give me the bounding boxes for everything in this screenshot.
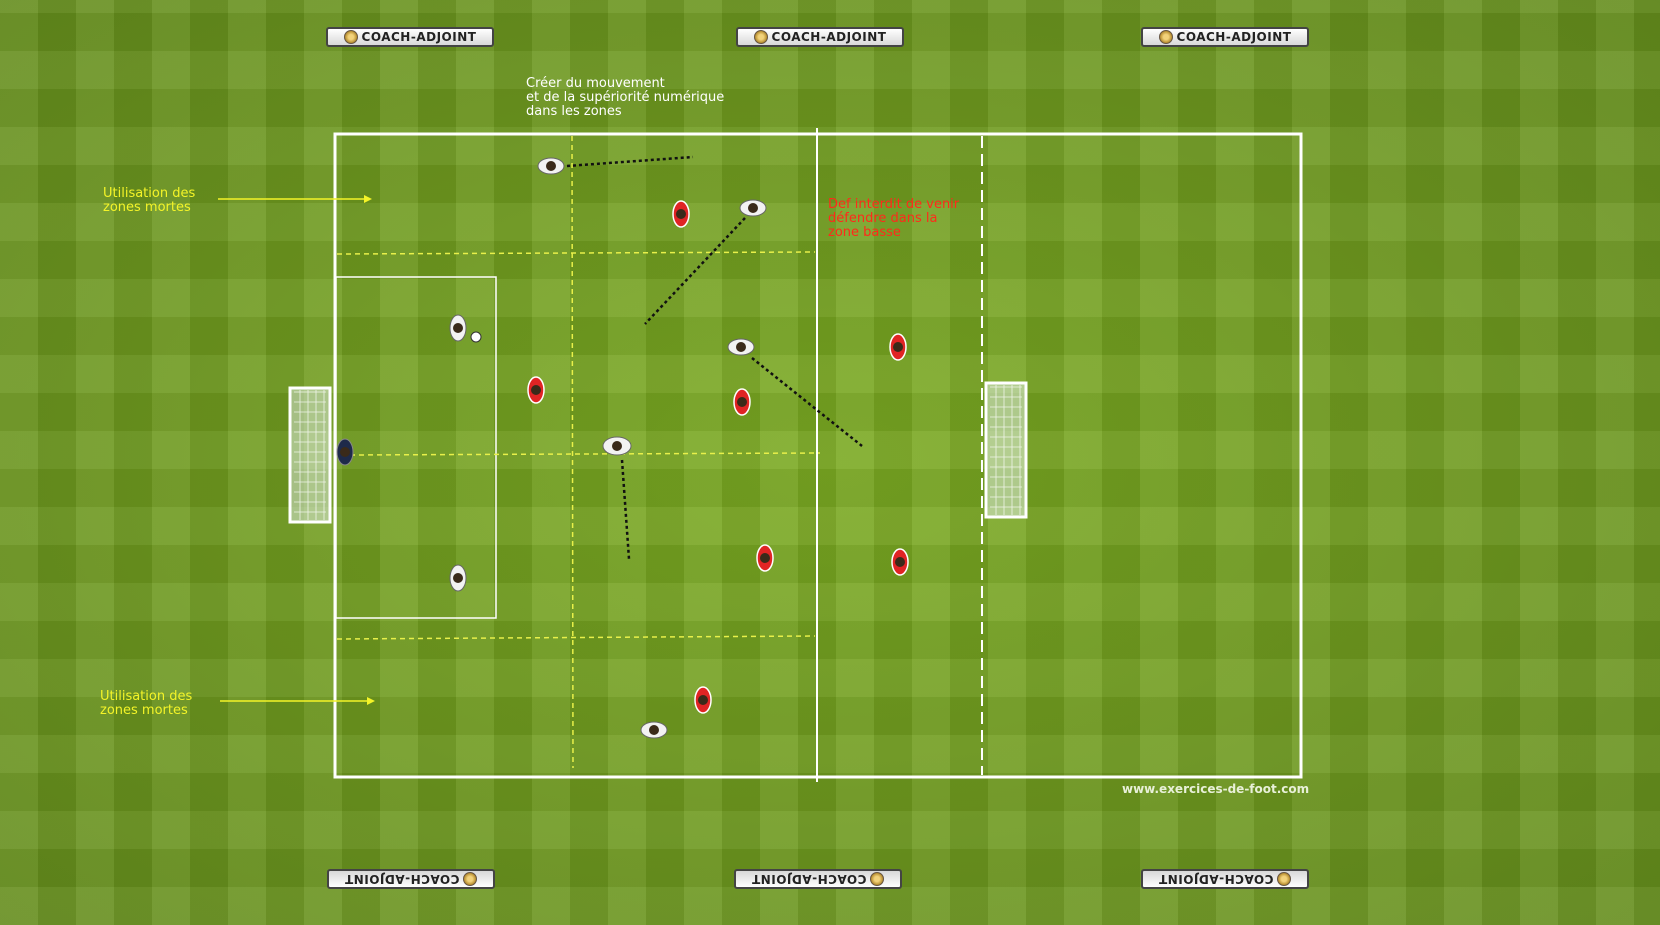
penalty-area [335, 276, 497, 619]
sponsor-banner-top-center: COACH-ADJOINT [736, 27, 904, 47]
player-red[interactable] [756, 544, 774, 572]
right-goal [984, 381, 1028, 519]
zone-line-center [349, 452, 821, 456]
player-white[interactable] [537, 157, 565, 175]
annotation-create-movement: Créer du mouvement et de la supériorité … [526, 76, 725, 119]
ball-icon[interactable] [470, 331, 482, 343]
left-goal [288, 386, 332, 524]
movement-line [620, 459, 631, 560]
ball-logo-icon [753, 30, 768, 44]
player-goalkeeper[interactable] [336, 438, 354, 466]
zone-line-top [336, 251, 816, 255]
zone-line-vertical [571, 135, 574, 769]
arrow-dead-zone-top [218, 195, 372, 203]
zone-line-bottom [336, 635, 816, 640]
player-white[interactable] [449, 564, 467, 592]
player-red[interactable] [891, 548, 909, 576]
annotation-dead-zones-top: Utilisation des zones mortes [103, 186, 196, 215]
site-credit: www.exercices-de-foot.com [1122, 782, 1310, 796]
player-white[interactable] [727, 338, 755, 356]
player-white[interactable] [602, 436, 632, 456]
player-red[interactable] [672, 200, 690, 228]
movement-line [751, 357, 863, 447]
player-white[interactable] [739, 199, 767, 217]
player-red[interactable] [527, 376, 545, 404]
annotation-dead-zones-bottom: Utilisation des zones mortes [100, 689, 193, 718]
annotation-defender-rule: Def interdit de venir défendre dans la z… [828, 197, 960, 240]
movement-line [566, 155, 694, 168]
arrow-dead-zone-bottom [220, 697, 375, 705]
player-red[interactable] [889, 333, 907, 361]
player-red[interactable] [694, 686, 712, 714]
player-white[interactable] [449, 314, 467, 342]
ball-logo-icon [343, 30, 358, 44]
sponsor-banner-top-right: COACH-ADJOINT [1141, 27, 1309, 47]
movement-line [644, 217, 746, 325]
ball-logo-icon [1158, 30, 1173, 44]
sponsor-banner-top-left: COACH-ADJOINT [326, 27, 494, 47]
player-red[interactable] [733, 388, 751, 416]
player-white[interactable] [640, 721, 668, 739]
